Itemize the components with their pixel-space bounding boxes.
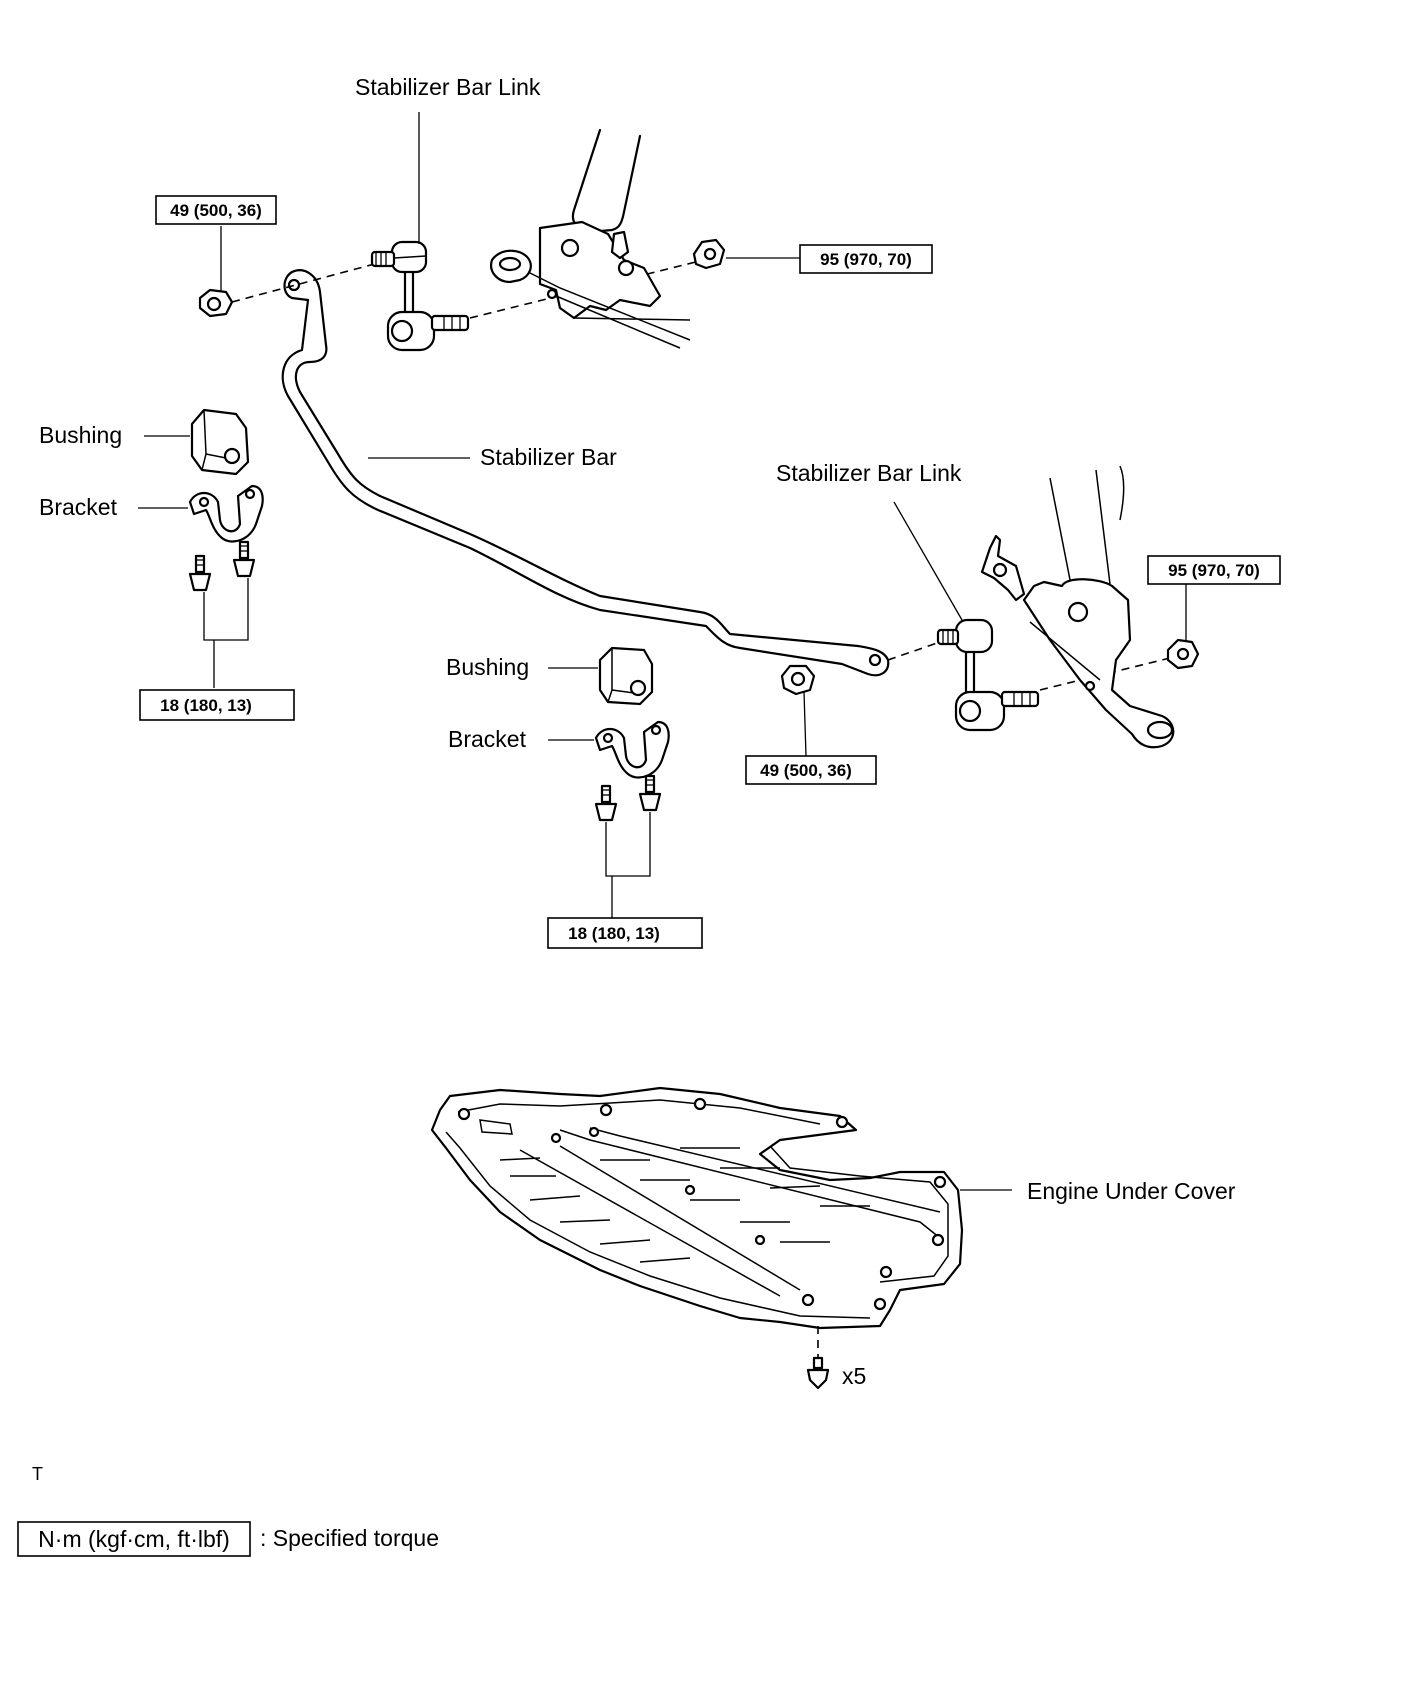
- nut-center: [780, 664, 816, 696]
- torque-value: 49 (500, 36): [170, 201, 262, 220]
- label-bushing-left: Bushing: [39, 422, 122, 448]
- bolt-center-2: [638, 774, 662, 812]
- label-fastener-count: x5: [842, 1363, 866, 1389]
- torque-box-bracket-left: 18 (180, 13): [139, 689, 295, 721]
- torque-box-right: 95 (970, 70): [1147, 555, 1281, 585]
- torque-box-center: 49 (500, 36): [745, 755, 877, 785]
- leader-lines: [138, 112, 1187, 1191]
- link-axis-top: [231, 261, 383, 303]
- torque-legend: N·m (kgf·cm, ft·lbf) : Specified torque: [17, 1521, 439, 1557]
- bolt-left-2: [232, 540, 256, 578]
- stabilizer-bar: [281, 269, 890, 677]
- nut-right: [1166, 638, 1200, 670]
- bushing-center: [598, 646, 654, 706]
- strut-knuckle-top: [490, 128, 691, 349]
- legend-description: : Specified torque: [260, 1525, 439, 1551]
- torque-box-bracket-center: 18 (180, 13): [547, 917, 703, 949]
- engine-under-cover: [430, 1086, 964, 1330]
- torque-value: 95 (970, 70): [1168, 561, 1260, 580]
- link-axis-right: [887, 641, 941, 661]
- bracket-center: [594, 720, 670, 779]
- label-bracket-center: Bracket: [448, 726, 527, 752]
- torque-value: 49 (500, 36): [760, 761, 852, 780]
- torque-value: 18 (180, 13): [160, 696, 252, 715]
- label-corner-mark: T: [32, 1464, 43, 1484]
- stabilizer-bar-link-right: [936, 618, 1040, 732]
- torque-value: 95 (970, 70): [820, 250, 912, 269]
- nut-top-right: [692, 238, 726, 270]
- torque-box-top-right: 95 (970, 70): [799, 244, 933, 274]
- cover-fastener: [806, 1356, 830, 1390]
- stabilizer-bar-exploded-diagram: 49 (500, 36) 95 (970, 70) 95 (970, 70) 4…: [17, 74, 1281, 1557]
- torque-box-top-left: 49 (500, 36): [155, 195, 277, 225]
- stabilizer-bar-link-top: [370, 240, 470, 352]
- label-bushing-center: Bushing: [446, 654, 529, 680]
- strut-knuckle-right: [980, 465, 1175, 749]
- nut-top-left: [198, 288, 234, 318]
- bracket-left: [188, 484, 264, 543]
- bushing-left: [190, 408, 250, 476]
- bolt-center-1: [594, 784, 618, 822]
- bolt-left-1: [188, 554, 212, 592]
- torque-value: 18 (180, 13): [568, 924, 660, 943]
- label-stabilizer-bar-link-right: Stabilizer Bar Link: [776, 460, 962, 486]
- label-stabilizer-bar-link-top: Stabilizer Bar Link: [355, 74, 541, 100]
- legend-unit: N·m (kgf·cm, ft·lbf): [38, 1526, 230, 1552]
- label-engine-under-cover: Engine Under Cover: [1027, 1178, 1236, 1204]
- label-stabilizer-bar: Stabilizer Bar: [480, 444, 617, 470]
- label-bracket-left: Bracket: [39, 494, 118, 520]
